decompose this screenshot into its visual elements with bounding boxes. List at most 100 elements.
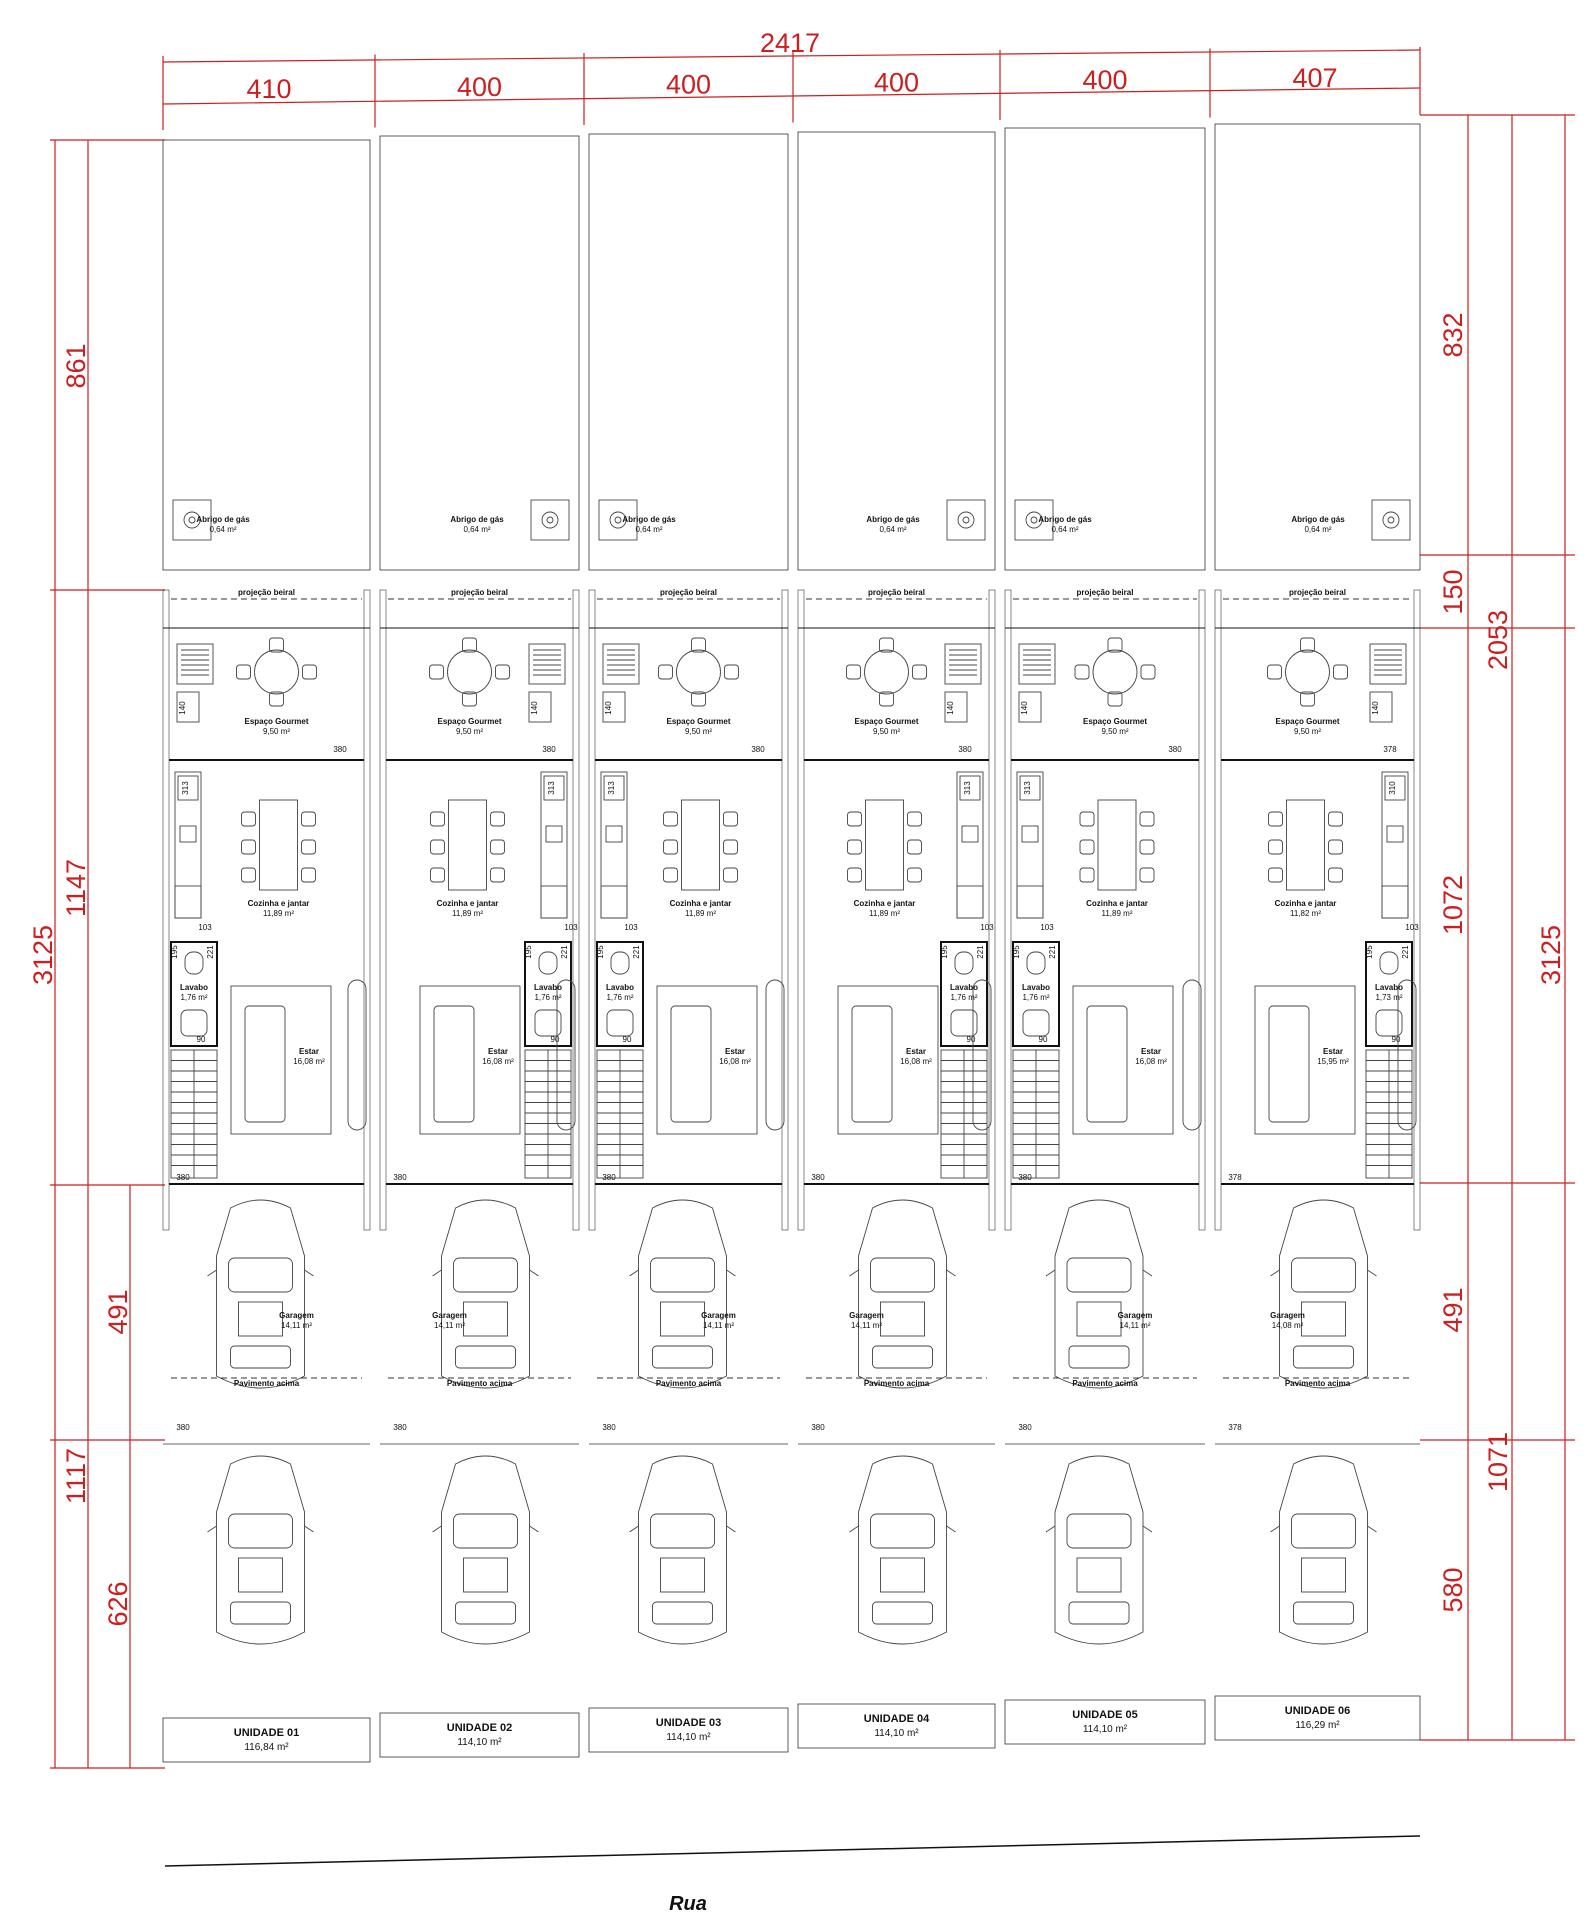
upper-floor-label: Pavimento acima xyxy=(447,1379,513,1388)
unit-label-box xyxy=(162,1717,371,1763)
chair xyxy=(241,811,256,827)
car-body xyxy=(216,1455,305,1645)
car-mirror xyxy=(304,1525,314,1533)
car-windshield xyxy=(228,1513,293,1549)
chair xyxy=(490,867,505,883)
gas-cylinder-icon xyxy=(541,511,559,529)
gourmet-sink-mark: 140 xyxy=(178,701,187,715)
unit-label-box xyxy=(379,1712,580,1758)
chair xyxy=(236,664,251,680)
car-mirror xyxy=(726,1269,736,1277)
house-wall-left xyxy=(379,589,387,1231)
house-wall-left xyxy=(1214,589,1222,1231)
living-area: 16,08 m² xyxy=(900,1057,932,1066)
unit-width-dim-6: 407 xyxy=(1292,63,1337,93)
chair xyxy=(430,867,445,883)
dining-table xyxy=(1286,799,1325,891)
gourmet-sink-mark: 140 xyxy=(1020,701,1029,715)
door-swing xyxy=(1397,979,1417,1131)
kitchen-label: Cozinha e jantar xyxy=(670,899,732,908)
car-body xyxy=(1054,1199,1144,1389)
toilet-label: Lavabo xyxy=(180,983,208,992)
car-rear-window xyxy=(872,1601,933,1625)
living-label: Estar xyxy=(906,1047,926,1056)
car-rear-window xyxy=(455,1601,516,1625)
toilet-wall-mark: 221 xyxy=(976,945,985,959)
gas-shelter-area: 0,64 m² xyxy=(209,525,236,534)
living-rug xyxy=(656,985,758,1135)
car-roof xyxy=(1301,1557,1346,1593)
chair xyxy=(462,637,477,653)
gourmet-width-mark: 380 xyxy=(751,745,765,754)
kitchen-label: Cozinha e jantar xyxy=(1086,899,1148,908)
toilet-room xyxy=(596,941,644,1047)
toilet-depth-mark: 195 xyxy=(596,945,605,959)
chair xyxy=(663,839,678,855)
kitchen-mark: 103 xyxy=(198,923,212,932)
gourmet-area: 9,50 m² xyxy=(873,727,900,736)
car-mirror xyxy=(529,1269,539,1277)
gas-cylinder-icon xyxy=(1025,511,1043,529)
upper-floor-label: Pavimento acima xyxy=(1072,1379,1138,1388)
gas-shelter-area: 0,64 m² xyxy=(463,525,490,534)
toilet-label: Lavabo xyxy=(534,983,562,992)
dining-table xyxy=(1097,799,1137,891)
toilet-width-mark: 90 xyxy=(623,1035,632,1044)
chair xyxy=(1328,867,1343,883)
gas-shelter-box xyxy=(172,499,212,541)
car-mirror xyxy=(1367,1525,1377,1533)
gourmet-area: 9,50 m² xyxy=(456,727,483,736)
garage-area: 14,11 m² xyxy=(434,1321,465,1330)
car-windshield xyxy=(228,1257,293,1293)
toilet-basin xyxy=(1026,951,1046,975)
backyard xyxy=(379,135,580,571)
eave-projection-label: projeção beiral xyxy=(868,588,925,597)
car-rear-window xyxy=(1068,1601,1130,1625)
chair xyxy=(846,664,861,680)
garage-width-mark: 378 xyxy=(1228,1423,1242,1432)
garage-area: 14,11 m² xyxy=(1120,1321,1151,1330)
gas-shelter-area: 0,64 m² xyxy=(1304,525,1331,534)
living-area: 16,08 m² xyxy=(293,1057,325,1066)
street-area: Rua xyxy=(164,1835,1421,1915)
upper-floor-label: Pavimento acima xyxy=(656,1379,722,1388)
chair xyxy=(723,839,738,855)
kitchen-mark: 103 xyxy=(980,923,994,932)
chair xyxy=(1139,867,1155,883)
toilet-area: 1,76 m² xyxy=(606,993,633,1002)
gas-shelter-box xyxy=(946,499,986,541)
chair xyxy=(241,839,256,855)
living-area: 16,08 m² xyxy=(719,1057,751,1066)
chair xyxy=(1139,811,1155,827)
round-table xyxy=(1285,649,1330,695)
car-roof xyxy=(1301,1301,1346,1337)
gourmet-area: 9,50 m² xyxy=(263,727,290,736)
garage-label: Garagem xyxy=(849,1311,884,1320)
street-label: Rua xyxy=(669,1893,707,1915)
kitchen-sink xyxy=(1386,825,1404,843)
car-rear-window xyxy=(652,1345,713,1369)
gourmet-sink-mark: 140 xyxy=(604,701,613,715)
toilet-room xyxy=(1012,941,1060,1047)
chair xyxy=(1268,811,1283,827)
gas-shelter-box xyxy=(598,499,638,541)
door-swing xyxy=(347,979,367,1131)
garage-label: Garagem xyxy=(701,1311,736,1320)
toilet-bowl xyxy=(1375,1009,1403,1037)
garage-label: Garagem xyxy=(1118,1311,1153,1320)
chair xyxy=(1074,664,1090,680)
unit-width-dim-1: 410 xyxy=(246,74,291,104)
chair xyxy=(907,839,922,855)
unit-width-dim-3: 400 xyxy=(666,70,711,100)
car-windshield xyxy=(453,1257,518,1293)
toilet-depth-mark: 195 xyxy=(524,945,533,959)
gourmet-sink xyxy=(1369,691,1393,723)
chair xyxy=(847,867,862,883)
garage-label: Garagem xyxy=(279,1311,314,1320)
backyard xyxy=(1214,123,1421,571)
car-body xyxy=(1054,1455,1144,1645)
upper-floor-label: Pavimento acima xyxy=(1285,1379,1351,1388)
door-swing xyxy=(1182,979,1202,1131)
